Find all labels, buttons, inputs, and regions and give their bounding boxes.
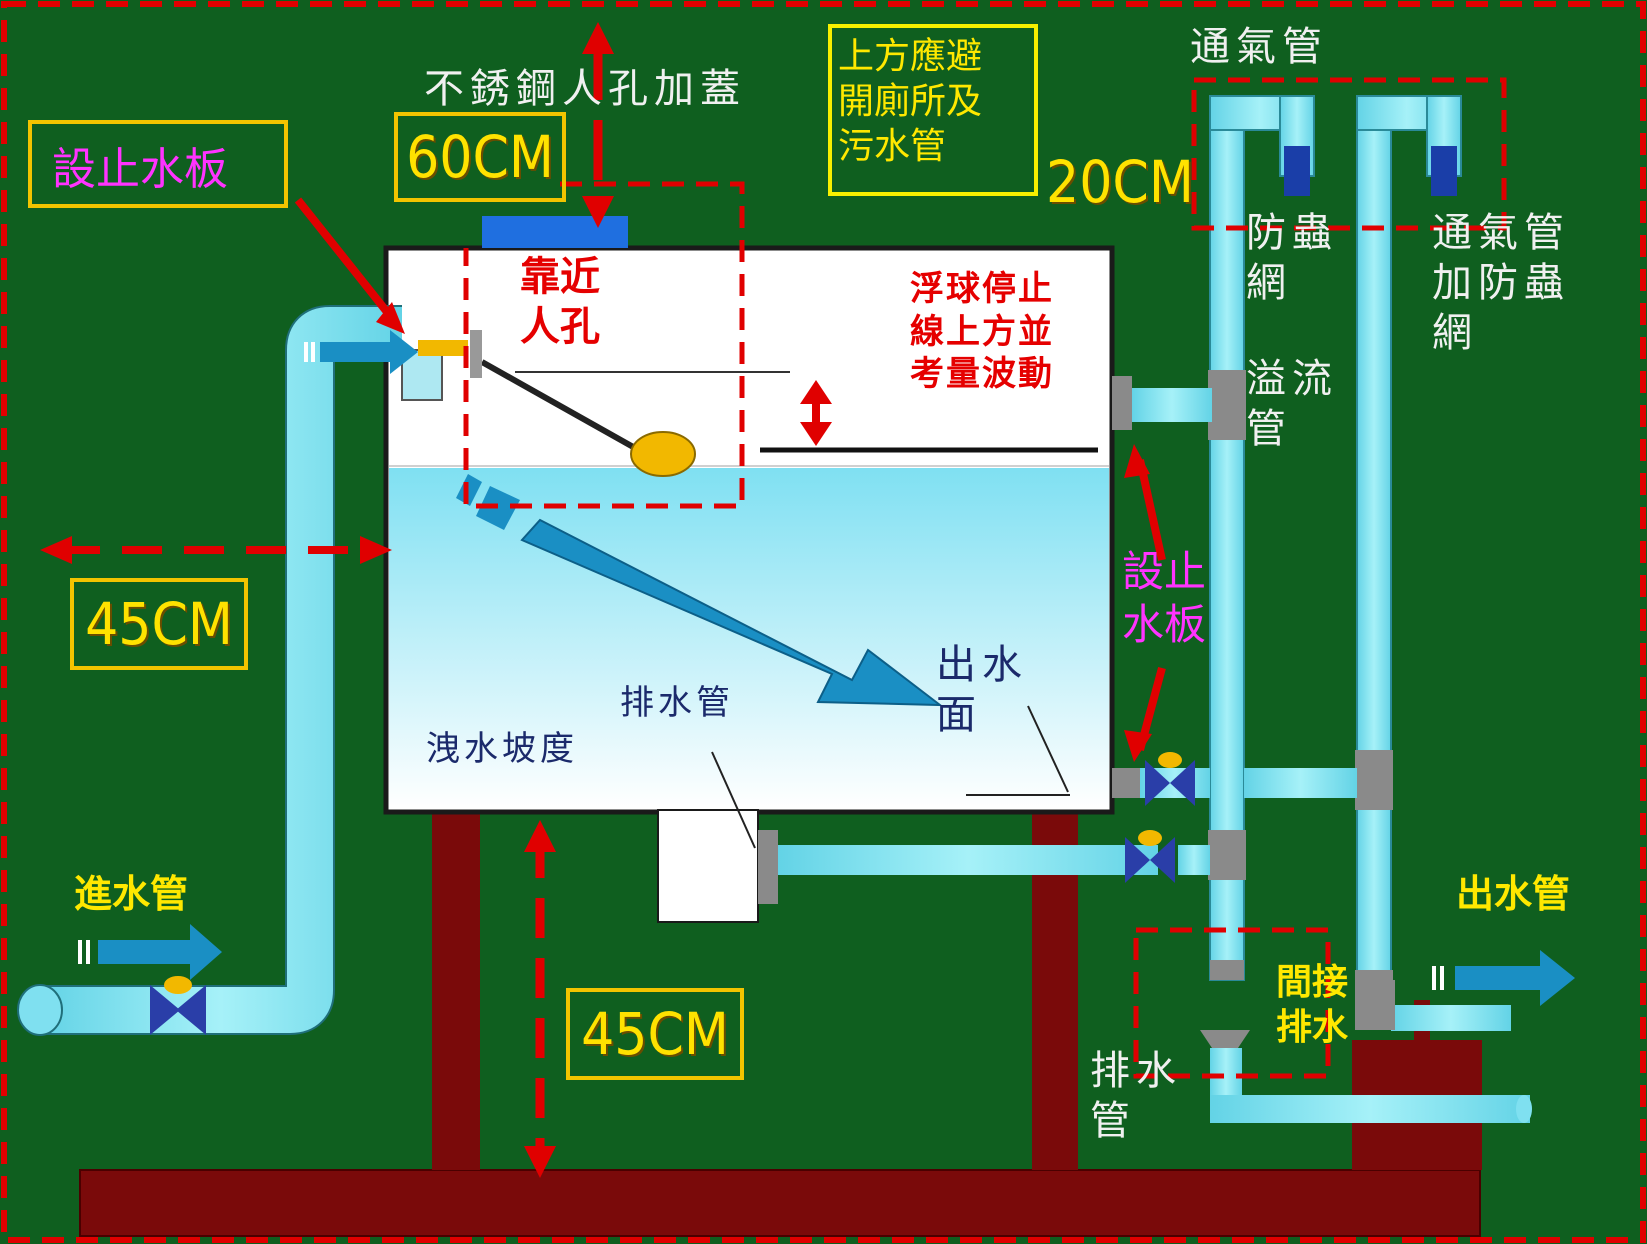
flow-arrows [78, 330, 1575, 1006]
bottom-clearance-box: 45CM [566, 988, 744, 1080]
inlet-pipe [17, 305, 468, 1036]
drain-pipe-bottom-label: 排水 管 [1090, 1048, 1182, 1144]
stop-plate-top-box: 設止水板 [28, 120, 288, 208]
drain-slope-label: 洩水坡度 [426, 729, 578, 769]
manhole-cover [482, 216, 628, 248]
stop-plate-right-label: 設止 水板 [1122, 547, 1207, 649]
manhole-cover-label: 不銹鋼人孔加蓋 [424, 66, 746, 112]
vent-pipes [758, 95, 1532, 1123]
side-clearance-box: 45CM [70, 578, 248, 670]
annotation-arrowheads [40, 22, 1152, 1178]
float-stop-label: 浮球停止 線上方並 考量波動 [910, 269, 1054, 394]
insect-net-label: 防蟲 網 [1246, 210, 1338, 306]
outlet-surface-label: 出水 面 [936, 642, 1028, 738]
top-clearance-box: 60CM [394, 112, 566, 202]
overflow-pipe-label: 溢流 管 [1246, 356, 1338, 452]
near-manhole-label: 靠近 人孔 [520, 253, 600, 350]
float-ball [630, 431, 696, 477]
vent-insect-net-label: 通氣管 加防蟲 網 [1432, 210, 1570, 356]
drain-pipe-tank-label: 排水管 [620, 683, 734, 723]
vent-clearance-label: 20CM [1046, 148, 1194, 216]
indirect-drain-label: 間接 排水 [1276, 961, 1349, 1048]
vent-pipe-top-label: 通氣管 [1190, 24, 1328, 70]
outlet-pipe-label: 出水管 [1456, 871, 1571, 916]
inlet-pipe-label: 進水管 [74, 871, 189, 916]
avoid-toilets-box: 上方應避 開廁所及 污水管 [828, 24, 1038, 196]
